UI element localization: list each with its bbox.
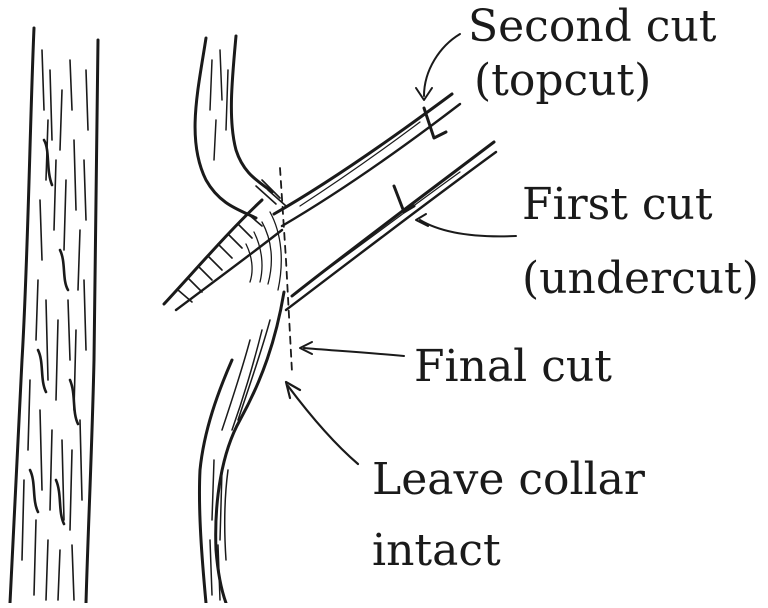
final-cut-line bbox=[279, 167, 293, 373]
right-trunk bbox=[193, 34, 286, 605]
lower-branch bbox=[284, 140, 498, 312]
label-intact: intact bbox=[372, 525, 501, 576]
label-topcut: (topcut) bbox=[474, 55, 652, 106]
arrow-second-cut bbox=[415, 33, 461, 101]
label-first-cut: First cut bbox=[522, 179, 713, 230]
arrow-first-cut bbox=[415, 213, 517, 238]
label-final-cut: Final cut bbox=[414, 341, 612, 392]
arrow-leave-collar bbox=[284, 380, 360, 466]
label-second-cut: Second cut bbox=[468, 1, 717, 52]
upper-branch bbox=[272, 92, 462, 228]
undercut-mark bbox=[392, 184, 416, 214]
left-trunk bbox=[8, 26, 100, 605]
branch-collar bbox=[245, 211, 282, 291]
label-undercut: (undercut) bbox=[522, 253, 759, 304]
label-leave-collar: Leave collar bbox=[372, 454, 645, 505]
stub-branch bbox=[162, 179, 287, 312]
topcut-mark bbox=[422, 106, 448, 140]
arrow-final-cut bbox=[299, 341, 405, 357]
